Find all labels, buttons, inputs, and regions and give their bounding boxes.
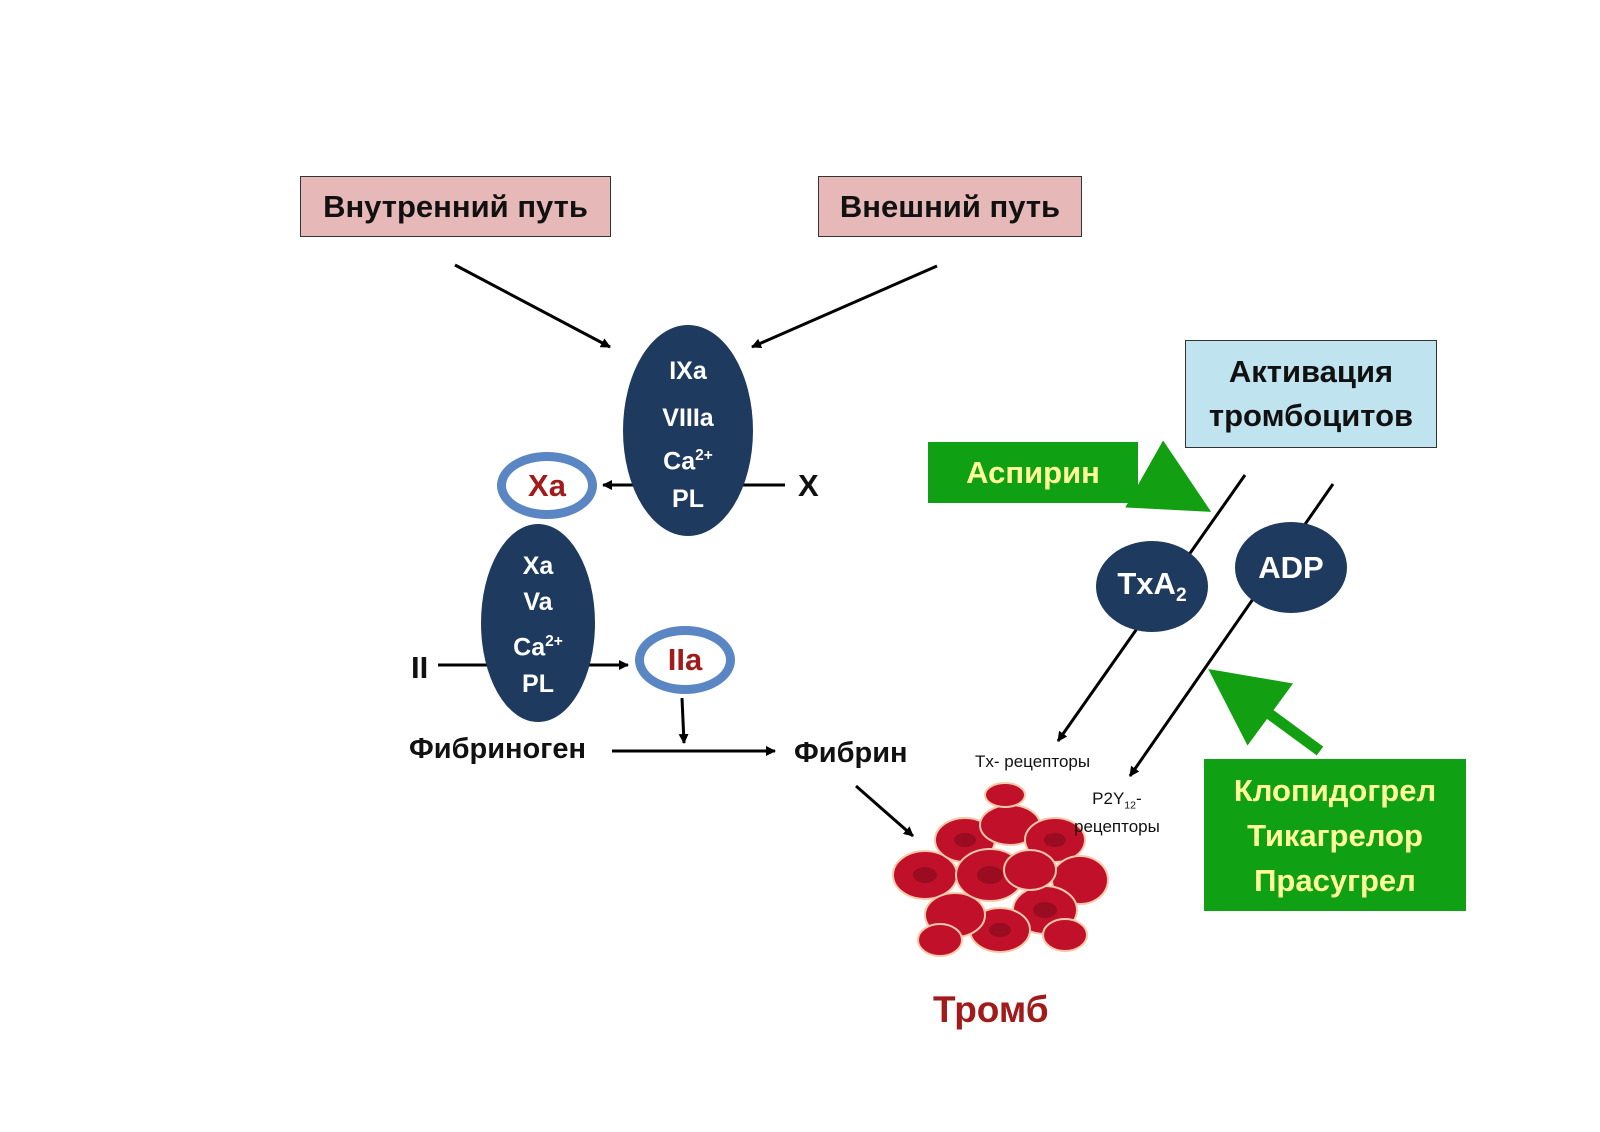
prothrombinase-complex: Xa Va Ca2+ PL [481,524,595,722]
drug-clopidogrel: Клопидогрел [1233,772,1437,808]
iia-ring: IIa [635,626,735,694]
thrombus-label: Тромб [933,989,1049,1030]
tenase-viiia: VIIIa [662,404,714,433]
fibrin-label: Фибрин [794,737,908,769]
p2y12-drugs-box: Клопидогрел Тикагрелор Прасугрел [1204,759,1466,911]
tenase-ixa: IXa [669,357,707,386]
prothrombinase-pl: PL [522,669,554,698]
tenase-complex: IXa VIIIa Ca2+ PL [623,325,753,536]
intrinsic-pathway-label: Внутренний путь [323,188,588,224]
adp-oval: ADP [1235,522,1347,613]
aspirin-label: Аспирин [966,454,1100,490]
tx-receptors-label: Tx- рецепторы [975,752,1091,771]
xa-label: Xa [528,467,566,503]
fibrinogen-label: Фибриноген [409,733,586,765]
arrow-fibrin-to-thrombus [855,784,914,838]
p2y12-line1: P2Y12- [1092,789,1142,812]
factor-x-label: X [798,468,819,503]
prothrombinase-xa: Xa [522,552,554,581]
extrinsic-pathway-label: Внешний путь [839,188,1061,224]
drug-ticagrelor: Тикагрелор [1247,817,1423,853]
prothrombinase-va: Va [523,588,553,617]
xa-ring: Xa [497,452,597,519]
iia-label: IIa [667,642,703,677]
platelet-activation-line2: тромбоцитов [1208,398,1414,433]
arrow-intrinsic-to-tenase [454,263,611,349]
adp-label: ADP [1258,549,1324,585]
extrinsic-pathway-box: Внешний путь [818,176,1082,237]
platelet-activation-line1: Активация [1228,354,1394,389]
tenase-calcium: Ca2+ [663,447,713,476]
tenase-pl: PL [672,484,704,513]
platelet-activation-box: Активация тромбоцитов [1185,340,1437,448]
p2y12-line2: рецепторы [1074,817,1160,837]
green-arrow-aspirin [1125,440,1212,512]
intrinsic-pathway-box: Внутренний путь [300,176,611,237]
drug-prasugrel: Прасугрел [1254,862,1416,898]
factor-ii-label: II [411,650,429,685]
green-arrow-p2y12-drugs [1208,668,1324,756]
arrow-extrinsic-to-tenase [751,264,938,349]
thrombus-image [892,782,1109,957]
arrow-iia-down [678,697,689,744]
prothrombinase-calcium: Ca2+ [513,633,563,662]
txa2-label: TxA2 [1117,565,1187,607]
p2y12-receptors-label: P2Y12- рецепторы [1074,788,1160,838]
aspirin-box: Аспирин [928,442,1138,503]
txa2-oval: TxA2 [1096,541,1208,632]
